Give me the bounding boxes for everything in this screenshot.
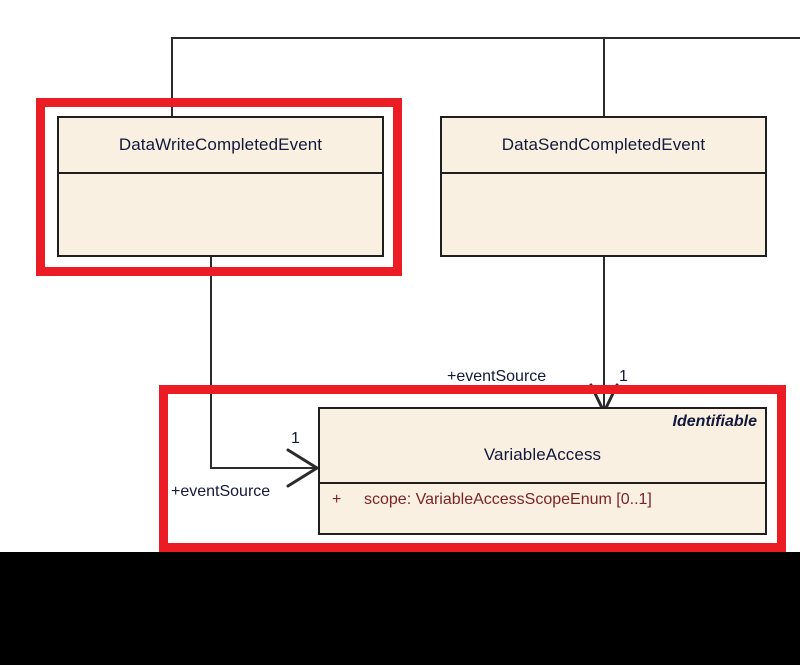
generalization-branch-to-data-send-completed-event [603,37,605,116]
class-box-data-send-completed-event[interactable]: DataSendCompletedEvent [440,116,767,257]
class-name-label: VariableAccess [483,445,602,464]
class-name-compartment: DataWriteCompletedEvent [59,118,382,174]
class-name-compartment: DataSendCompletedEvent [442,118,765,174]
association-write-horizontal-segment [210,467,318,469]
class-name-compartment: Identifiable VariableAccess [320,409,765,484]
association-write-arrowhead [286,448,320,488]
class-stereotype-label: Identifiable [672,413,757,430]
association-write-vertical-segment [210,256,212,469]
generalization-tree-horizontal-line [171,37,800,39]
class-attributes-compartment [442,174,765,255]
association-write-role-label: +eventSource [171,483,271,500]
association-send-role-label: +eventSource [447,368,547,385]
attribute-signature-label: scope: VariableAccessScopeEnum [0..1] [364,491,652,508]
class-box-data-write-completed-event[interactable]: DataWriteCompletedEvent [57,116,384,257]
association-send-multiplicity-label: 1 [619,368,628,385]
class-box-variable-access[interactable]: Identifiable VariableAccess + scope: Var… [318,407,767,535]
bottom-letterbox-bar [0,552,800,665]
class-name-label: DataWriteCompletedEvent [118,135,323,154]
class-attributes-compartment [59,174,382,255]
attribute-visibility-label: + [332,491,342,508]
association-write-multiplicity-label: 1 [291,430,300,447]
class-name-label: DataSendCompletedEvent [501,135,706,154]
class-attributes-compartment: + scope: VariableAccessScopeEnum [0..1] [320,484,765,533]
association-send-vertical-segment [603,256,605,408]
generalization-branch-to-data-write-completed-event [171,37,173,116]
